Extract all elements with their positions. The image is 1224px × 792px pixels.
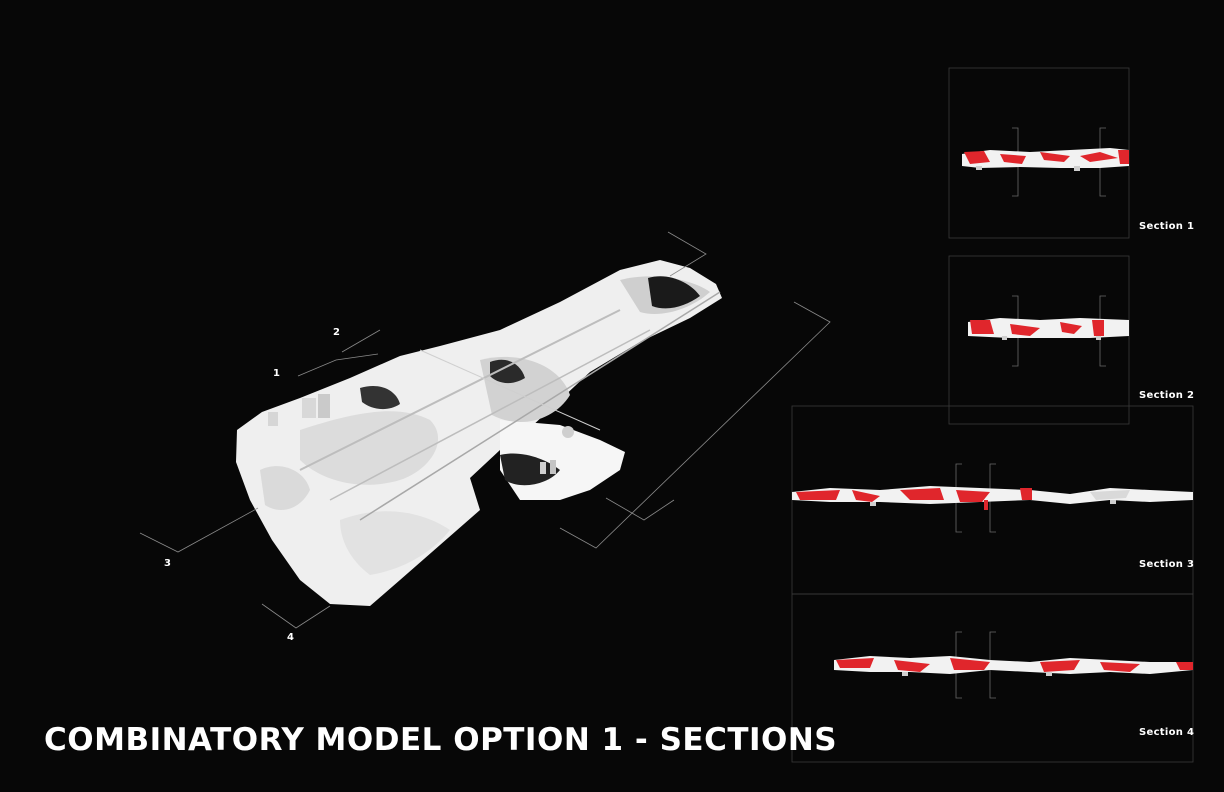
section-guide-2 — [341, 329, 381, 353]
section-label-3: Section 3 — [1139, 559, 1195, 570]
section-drawing-1 — [962, 127, 1129, 197]
section-frame-2 — [948, 255, 1130, 425]
section-guide-3b — [667, 231, 707, 277]
section-label-4: Section 4 — [1139, 727, 1195, 738]
section-guide-1 — [297, 353, 379, 377]
marker-2: 2 — [333, 327, 340, 338]
section-drawing-4 — [834, 631, 1193, 699]
marker-3: 3 — [164, 558, 171, 569]
section-frame-4 — [791, 593, 1194, 763]
section-drawing-3 — [792, 463, 1193, 533]
section-label-2: Section 2 — [1139, 390, 1195, 401]
section-guide-4a — [261, 603, 331, 629]
section-guides — [139, 231, 831, 629]
section-guide-4b — [559, 301, 831, 549]
page-title: COMBINATORY MODEL OPTION 1 - SECTIONS — [44, 722, 838, 758]
marker-1: 1 — [273, 368, 280, 379]
section-guide-3a — [139, 507, 259, 553]
section-guide-4c — [605, 497, 675, 521]
axonometric-model — [236, 260, 722, 606]
marker-4: 4 — [287, 632, 294, 643]
section-frames — [791, 67, 1194, 763]
section-label-1: Section 1 — [1139, 221, 1195, 232]
section-drawing-2 — [968, 295, 1129, 367]
